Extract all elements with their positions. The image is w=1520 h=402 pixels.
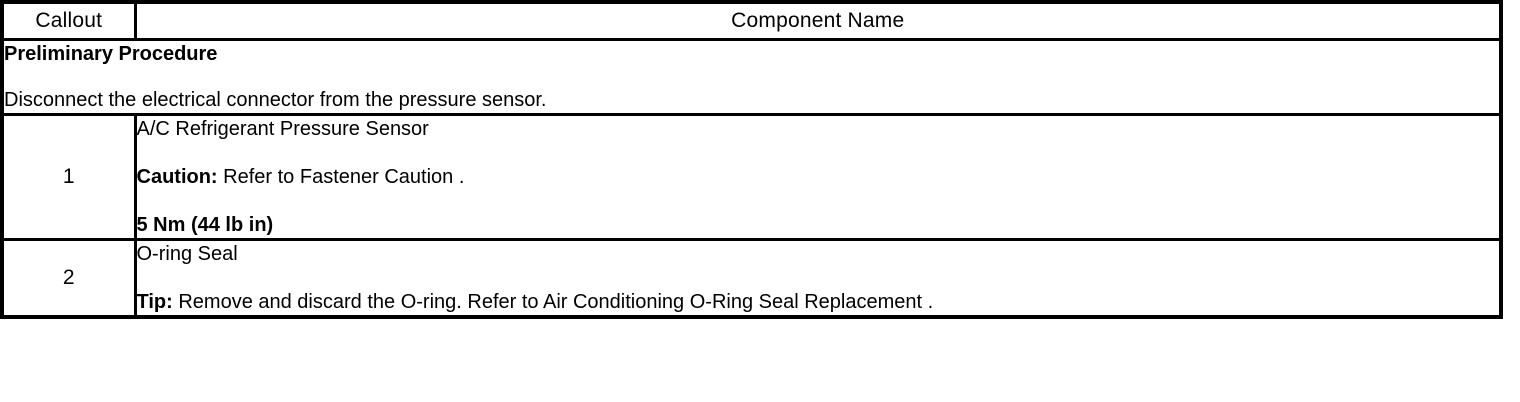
tip-text-2: Remove and discard the O-ring. Refer to … — [172, 291, 934, 313]
preliminary-procedure-cell: Preliminary Procedure Disconnect the ele… — [0, 38, 1503, 116]
header-row: Callout Component Name — [0, 0, 1503, 41]
preliminary-procedure-text: Disconnect the electrical connector from… — [4, 89, 547, 111]
table-body: Preliminary Procedure Disconnect the ele… — [0, 38, 1503, 319]
component-cell-2: O-ring Seal Tip: Remove and discard the … — [133, 238, 1503, 319]
caution-text-1: Refer to Fastener Caution . — [217, 166, 465, 188]
column-header-callout: Callout — [0, 0, 137, 41]
column-header-component-name: Component Name — [133, 0, 1503, 41]
component-note-1: Caution: Refer to Fastener Caution . — [137, 164, 1500, 190]
component-cell-1: A/C Refrigerant Pressure Sensor Caution:… — [133, 113, 1503, 241]
tip-label-2: Tip: — [136, 291, 173, 313]
table-row: 1 A/C Refrigerant Pressure Sensor Cautio… — [0, 113, 1503, 241]
callout-number-2: 2 — [0, 238, 137, 319]
caution-label-1: Caution: — [136, 166, 218, 188]
table-header: Callout Component Name — [0, 0, 1503, 41]
torque-spec-1: 5 Nm (44 lb in) — [136, 214, 274, 236]
callout-number-1: 1 — [0, 113, 137, 241]
preliminary-procedure-title: Preliminary Procedure — [4, 43, 218, 65]
component-name-2: O-ring Seal — [136, 243, 238, 265]
component-note-2: Tip: Remove and discard the O-ring. Refe… — [137, 289, 1500, 315]
component-table: Callout Component Name Preliminary Proce… — [0, 0, 1503, 319]
table-row: 2 O-ring Seal Tip: Remove and discard th… — [0, 238, 1503, 319]
preliminary-procedure-row: Preliminary Procedure Disconnect the ele… — [0, 38, 1503, 116]
component-name-1: A/C Refrigerant Pressure Sensor — [136, 118, 429, 140]
